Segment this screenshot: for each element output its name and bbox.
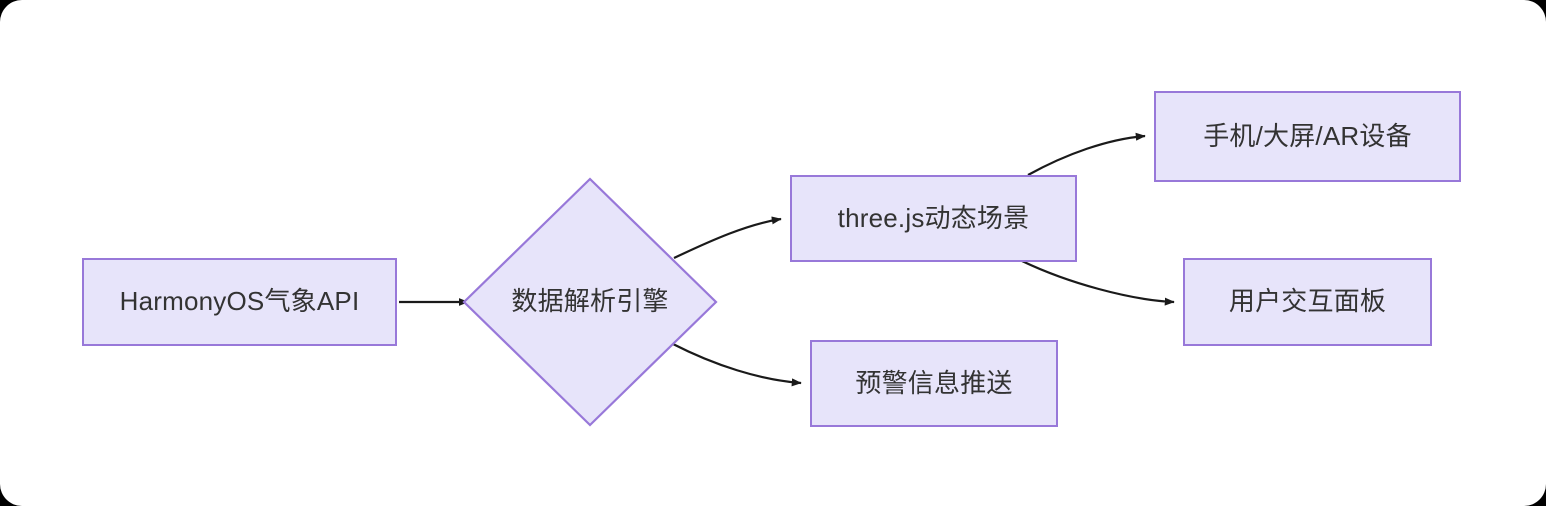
- node-devices-phone-screen-ar[interactable]: 手机/大屏/AR设备: [1154, 91, 1461, 182]
- node-label: 手机/大屏/AR设备: [1203, 120, 1412, 151]
- node-harmonyos-weather-api[interactable]: HarmonyOS气象API: [82, 258, 397, 346]
- node-label: 数据解析引擎: [511, 286, 669, 317]
- node-alert-message-push[interactable]: 预警信息推送: [810, 340, 1058, 427]
- node-label: HarmonyOS气象API: [119, 286, 360, 317]
- edge-threejs-to-panel: [1021, 260, 1175, 306]
- node-data-parsing-engine[interactable]: 数据解析引擎: [462, 177, 718, 427]
- diamond-shape: [462, 177, 718, 427]
- node-user-interaction-panel[interactable]: 用户交互面板: [1183, 258, 1432, 346]
- node-label: three.js动态场景: [837, 202, 1030, 233]
- edge-threejs-to-devices: [1027, 132, 1146, 176]
- node-label: 预警信息推送: [855, 367, 1013, 398]
- node-threejs-dynamic-scene[interactable]: three.js动态场景: [790, 175, 1077, 262]
- node-label: 用户交互面板: [1228, 286, 1387, 317]
